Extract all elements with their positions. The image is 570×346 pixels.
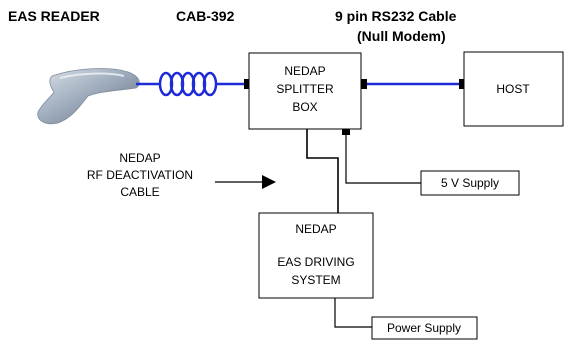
- splitter-right-connector: [361, 79, 367, 89]
- splitter-label-3: BOX: [292, 100, 317, 114]
- supply-5v-wire: [345, 135, 421, 184]
- driving-label-1: NEDAP: [295, 222, 336, 236]
- rf-cable-label-1: NEDAP: [119, 151, 160, 165]
- eas-driving-system-box: [258, 212, 374, 299]
- arrow-right-icon: [215, 175, 276, 189]
- splitter-left-connector: [244, 79, 249, 89]
- supply-5v-box: [420, 170, 520, 196]
- driving-label-3: SYSTEM: [291, 273, 340, 287]
- rf-cable-label-2: RF DEACTIVATION: [87, 168, 193, 182]
- power-supply-box: [371, 316, 478, 340]
- null-modem-title: (Null Modem): [357, 28, 446, 44]
- supply-5v-label: 5 V Supply: [441, 176, 499, 190]
- splitter-bottom-connector: [342, 129, 350, 135]
- cab-392-title: CAB-392: [176, 8, 235, 24]
- host-connector: [459, 79, 464, 89]
- driving-label-2: EAS DRIVING: [277, 255, 354, 269]
- rs232-cable-title: 9 pin RS232 Cable: [335, 8, 457, 24]
- eas-reader-title: EAS READER: [8, 8, 100, 24]
- barcode-scanner-icon: [37, 68, 140, 125]
- splitter-label-1: NEDAP: [284, 64, 325, 78]
- splitter-label-2: SPLITTER: [276, 82, 334, 96]
- rf-deactivation-cable: [306, 129, 339, 213]
- host-box: [463, 51, 564, 127]
- rf-cable-label-3: CABLE: [120, 185, 159, 199]
- host-label: HOST: [496, 82, 530, 96]
- power-supply-wire: [334, 298, 372, 328]
- coiled-cable-icon: [158, 71, 218, 97]
- power-supply-label: Power Supply: [387, 321, 461, 335]
- splitter-box: [248, 52, 362, 130]
